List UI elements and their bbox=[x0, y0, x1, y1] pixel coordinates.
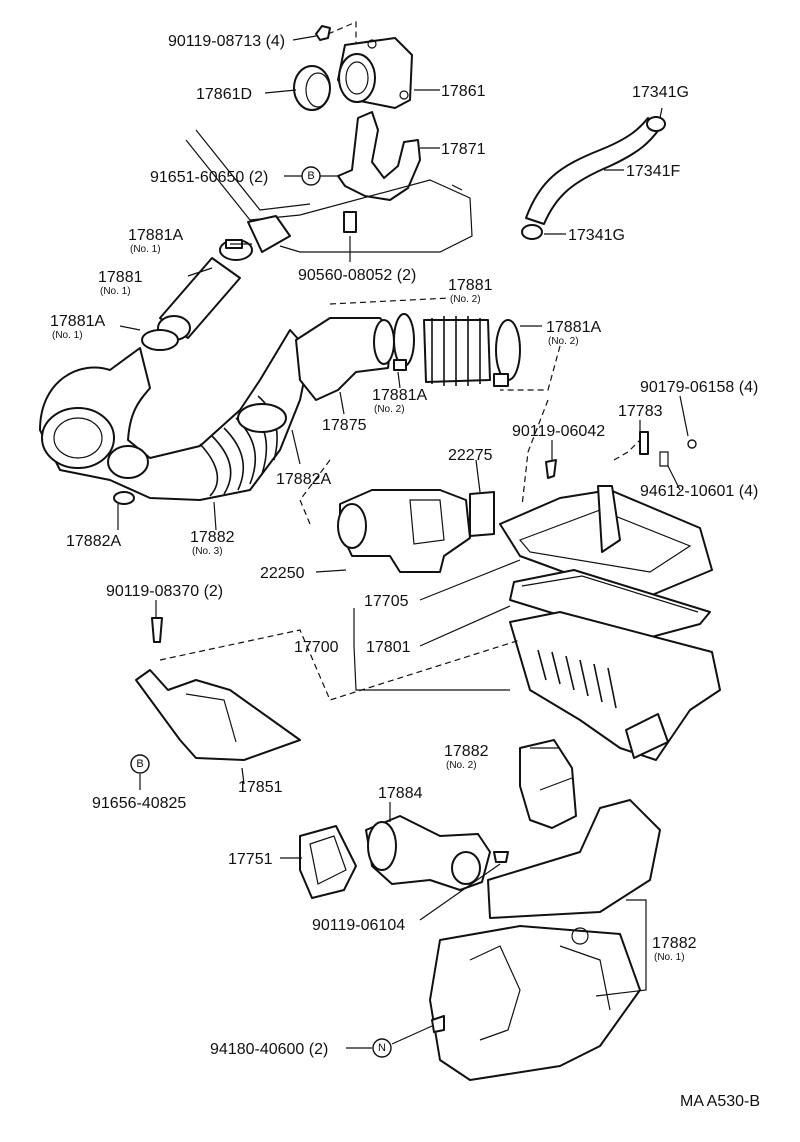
intake-connector-17861 bbox=[337, 37, 413, 109]
callout-17801: 17801 bbox=[366, 639, 411, 656]
callout-17882-no3-sub: (No. 3) bbox=[192, 546, 223, 557]
pipe-17875 bbox=[295, 317, 395, 401]
diagram-code: MA A530-B bbox=[680, 1093, 760, 1110]
callout-94180-40600: 94180-40600 (2) bbox=[210, 1041, 328, 1058]
bolt-90119-06042 bbox=[545, 459, 557, 479]
callout-17700: 17700 bbox=[294, 639, 339, 656]
marker-n: N bbox=[372, 1038, 392, 1058]
bolt-90119-06104 bbox=[493, 851, 509, 863]
marker-b-top: B bbox=[301, 166, 321, 186]
air-cleaner-cap-17705 bbox=[499, 485, 713, 601]
bolt-94180-40600 bbox=[431, 1015, 445, 1033]
air-flow-meter-22250 bbox=[337, 489, 471, 573]
grommet-90560 bbox=[343, 211, 357, 233]
callout-17881a-no1-bottom: 17881A bbox=[50, 313, 105, 330]
callout-17341g-bottom: 17341G bbox=[568, 227, 625, 244]
callout-91651-60650: 91651-60650 (2) bbox=[150, 169, 268, 186]
callout-17882-no1-sub: (No. 1) bbox=[654, 952, 685, 963]
clamp-17881a-no1-bottom bbox=[141, 329, 179, 351]
duct-17882-no3 bbox=[39, 329, 311, 501]
inlet-17884 bbox=[365, 815, 491, 891]
gasket-22275 bbox=[469, 491, 495, 537]
callout-17881-no1: 17881 bbox=[98, 269, 143, 286]
callout-17871: 17871 bbox=[441, 141, 486, 158]
callout-17882-no1: 17882 bbox=[652, 935, 697, 952]
callout-94612-10601: 94612-10601 (4) bbox=[640, 483, 758, 500]
bracket-17871 bbox=[337, 111, 421, 201]
clamp-17881a-no2-right bbox=[493, 319, 521, 387]
callout-17861: 17861 bbox=[441, 83, 486, 100]
callout-labels: 90119-08713 (4) 17861D 17861 91651-60650… bbox=[50, 33, 760, 1110]
clamp-17341g-bottom bbox=[521, 224, 543, 240]
callout-17882-no2: 17882 bbox=[444, 743, 489, 760]
air-cleaner-case-17700 bbox=[509, 611, 721, 761]
callout-17882a-right: 17882A bbox=[276, 471, 331, 488]
svg-text:B: B bbox=[307, 170, 314, 182]
callout-17751: 17751 bbox=[228, 851, 273, 868]
callout-17881-no2-sub: (No. 2) bbox=[450, 294, 481, 305]
callout-90119-06104: 90119-06104 bbox=[312, 917, 405, 934]
clip-17783 bbox=[639, 431, 697, 467]
bolt-90119-08370 bbox=[151, 617, 163, 643]
leader-lines bbox=[117, 35, 689, 1049]
callout-22250: 22250 bbox=[260, 565, 305, 582]
hose-17881-no1 bbox=[157, 257, 241, 341]
hose-joint-engine bbox=[247, 215, 291, 253]
svg-text:N: N bbox=[378, 1042, 386, 1054]
callout-17881a-no1-top: 17881A bbox=[128, 227, 183, 244]
callout-90179-06158: 90179-06158 (4) bbox=[640, 379, 758, 396]
callout-17881-no2: 17881 bbox=[448, 277, 493, 294]
callout-17881a-no1-top-sub: (No. 1) bbox=[130, 244, 161, 255]
callout-22275: 22275 bbox=[448, 447, 493, 464]
clamp-17341g-top bbox=[646, 116, 666, 132]
callout-17861d: 17861D bbox=[196, 86, 252, 103]
svg-text:B: B bbox=[136, 758, 143, 770]
marker-b-bottom: B bbox=[130, 754, 150, 774]
callout-17884: 17884 bbox=[378, 785, 423, 802]
callout-17881a-no2-left: 17881A bbox=[372, 387, 427, 404]
callout-17882a-left: 17882A bbox=[66, 533, 121, 550]
callout-17783: 17783 bbox=[618, 403, 663, 420]
callout-17851: 17851 bbox=[238, 779, 283, 796]
duct-17882-no2 bbox=[519, 739, 577, 829]
callout-90560-08052: 90560-08052 (2) bbox=[298, 267, 416, 284]
callout-90119-06042: 90119-06042 bbox=[512, 423, 605, 440]
clamp-17882a-left bbox=[113, 491, 135, 505]
callout-91656-40825: 91656-40825 bbox=[92, 795, 186, 812]
clamp-17882a-right bbox=[237, 403, 287, 433]
callout-17881-no1-sub: (No. 1) bbox=[100, 286, 131, 297]
grommet-17751 bbox=[299, 825, 357, 899]
callout-17341f: 17341F bbox=[626, 163, 680, 180]
callout-90119-08713: 90119-08713 (4) bbox=[168, 33, 285, 50]
callout-17875: 17875 bbox=[322, 417, 367, 434]
callout-90119-08370: 90119-08370 (2) bbox=[106, 583, 223, 600]
callout-17881a-no2-right-sub: (No. 2) bbox=[548, 336, 579, 347]
callout-17882-no2-sub: (No. 2) bbox=[446, 760, 477, 771]
callout-17705: 17705 bbox=[364, 593, 409, 610]
callout-17881a-no1-bottom-sub: (No. 1) bbox=[52, 330, 83, 341]
duct-17882-no1 bbox=[429, 799, 661, 1081]
clamp-17881a-no2-left bbox=[393, 313, 415, 371]
bellows-17881-no2 bbox=[423, 316, 491, 386]
dashed-assembly-lines bbox=[159, 297, 641, 701]
bracket-17851 bbox=[135, 669, 301, 761]
callout-17881a-no2-left-sub: (No. 2) bbox=[374, 404, 405, 415]
callout-17341g-top: 17341G bbox=[632, 84, 689, 101]
hose-clamp-17861d bbox=[293, 65, 331, 111]
callout-17882-no3: 17882 bbox=[190, 529, 235, 546]
filter-element-17801 bbox=[509, 569, 711, 641]
callout-17881a-no2-right: 17881A bbox=[546, 319, 601, 336]
bolt-90119-08713 bbox=[315, 25, 331, 41]
clamp-17881a-no1-top bbox=[219, 239, 253, 261]
